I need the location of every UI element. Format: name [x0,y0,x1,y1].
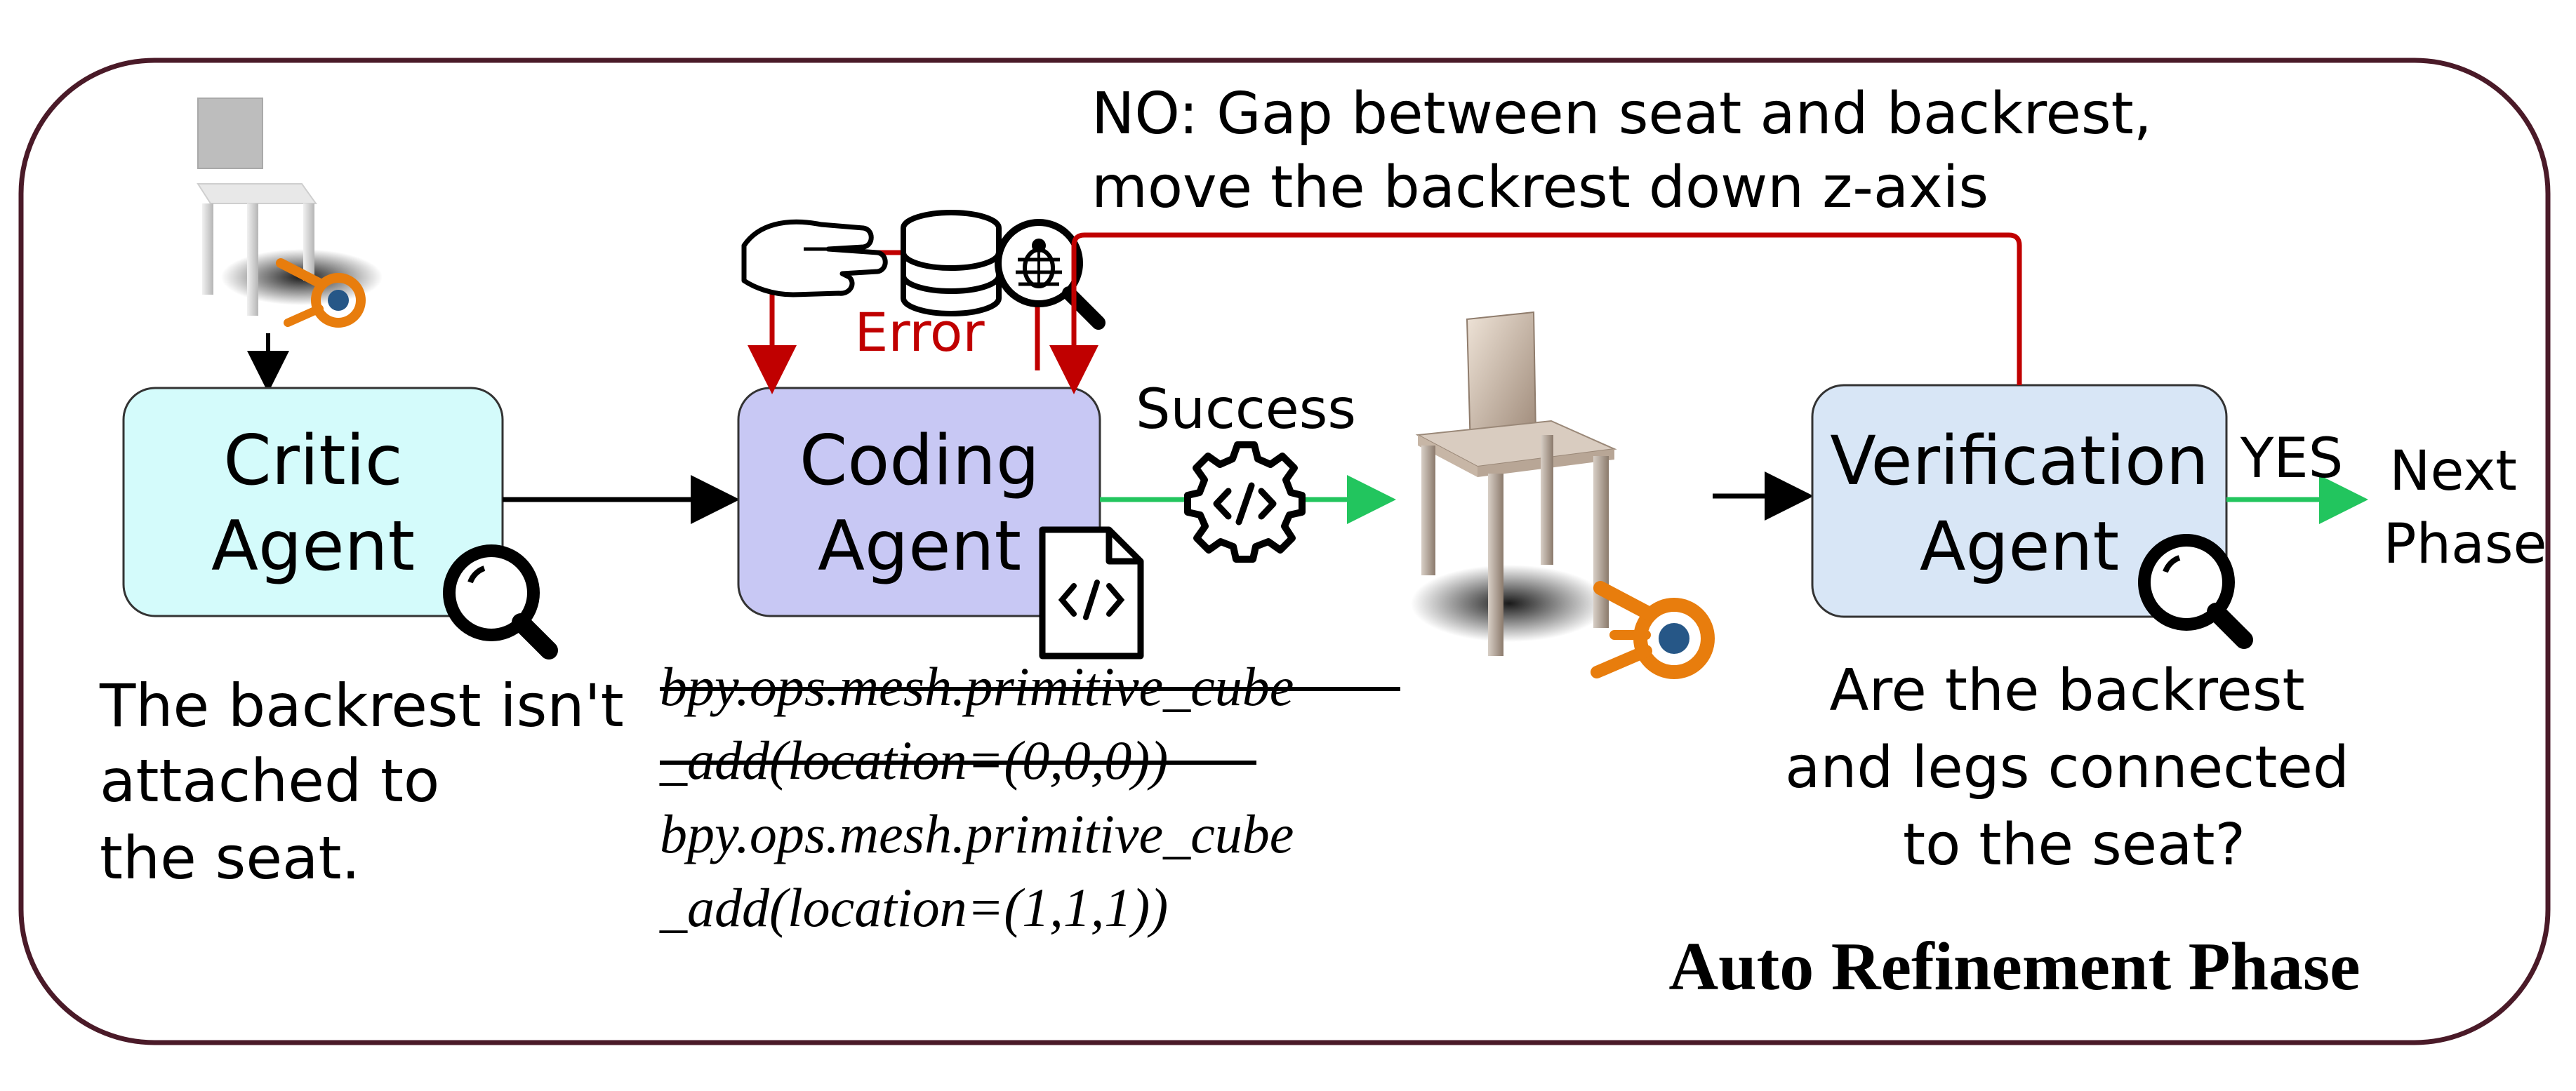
critic-feedback-line1: The backrest isn't [99,671,624,740]
feedback-no-line2: move the backrest down z-axis [1091,154,1989,221]
next-phase-line1: Next [2389,440,2517,503]
coding-agent-label-line1: Coding [799,421,1040,501]
code-before-line2: _add(location=(0,0,0)) [659,730,1168,791]
code-before-line1: bpy.ops.mesh.primitive_cube [660,656,1294,717]
critic-feedback-line3: the seat. [100,824,360,892]
feedback-no-loop [1049,232,2022,394]
code-gear-icon [1184,441,1306,563]
chair-complete-image [1411,311,1617,656]
critic-agent-label-line2: Agent [211,507,415,587]
critic-feedback-line2: attached to [100,747,439,815]
blender-logo-icon-2 [1591,581,1715,679]
outer-frame [18,58,2551,1045]
code-file-icon [1039,526,1144,660]
verification-agent-label-line2: Agent [1920,507,2119,586]
verification-agent-label-line1: Verification [1830,422,2208,500]
database-icon [901,210,1002,316]
verification-question-line1: Are the backrest [1829,657,2304,724]
next-phase-line2: Phase [2384,513,2547,576]
phase-title: Auto Refinement Phase [1668,929,2360,1005]
bug-search-icon [995,219,1106,330]
success-label: Success [1136,378,1356,441]
verification-question-line2: and legs connected [1785,735,2349,801]
coding-agent-label-line2: Agent [818,507,1021,587]
critic-agent-label-line1: Critic [223,421,402,501]
yes-label: YES [2240,427,2343,490]
magnifier-icon-2 [2138,534,2253,649]
code-after-line2: _add(location=(1,1,1)) [659,877,1168,938]
verification-question-line3: to the seat? [1903,812,2245,878]
feedback-no-line1: NO: Gap between seat and backrest, [1091,81,2152,147]
code-after-line1: bpy.ops.mesh.primitive_cube [660,803,1294,864]
hand-icon [741,219,888,297]
blender-logo-icon [276,258,366,328]
magnifier-icon [443,544,558,660]
